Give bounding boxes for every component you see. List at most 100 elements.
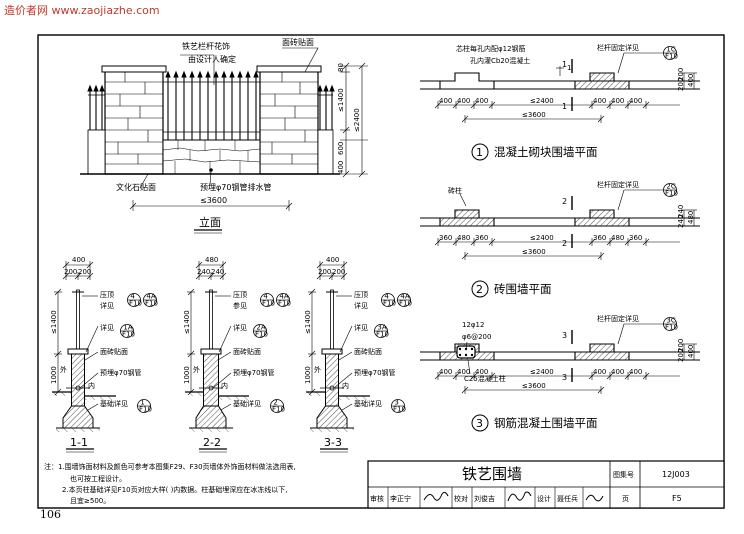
rebar-dot xyxy=(458,353,462,357)
plan-dim-r2: 400 xyxy=(611,368,624,376)
section-inside-label: 内 xyxy=(342,381,349,390)
checker-name: 刘俊吉 xyxy=(474,494,495,503)
plan-number: 1 xyxy=(476,146,483,159)
elevation-title: 立面 xyxy=(199,215,221,229)
plan-cut-bottom: 1 xyxy=(562,102,567,111)
section-tile-label: 面砖贴面 xyxy=(100,347,128,356)
plan-dim-total: ≤3600 xyxy=(522,248,546,256)
plan-dim-mid: ≤2400 xyxy=(530,234,554,242)
note-line-2: 也可按工程设计。 xyxy=(70,474,126,483)
plan-dim-v2: 200 xyxy=(677,349,685,362)
soil-hatch xyxy=(310,428,354,432)
ground-hatch-out xyxy=(185,392,204,396)
section-tile-label: 面砖贴面 xyxy=(354,347,382,356)
section-cap-label: 压顶 xyxy=(354,291,368,299)
railing-spike xyxy=(87,84,93,92)
iron-railing xyxy=(87,70,335,140)
section-top-dim: 400 xyxy=(326,256,339,264)
wall-section xyxy=(203,353,219,407)
dim-1400: ≤1400 xyxy=(337,88,345,112)
dim-80: 80 xyxy=(337,63,345,72)
plan-detail-ref-top: 1C xyxy=(666,46,675,54)
reviewer-name: 李正宁 xyxy=(390,494,411,503)
note-line-1: 注：1.围墙饰面材料及颜色可参考本图集F29、F30页墙体外饰面材料做法选用表, xyxy=(44,462,296,471)
plan-detail-label: 栏杆固定详见 xyxy=(597,314,639,323)
section-top-dim: 480 xyxy=(205,256,218,264)
ground-hatch-out xyxy=(52,392,72,396)
plan-dim-total: ≤3600 xyxy=(522,111,546,119)
section-tile-label: 面砖贴面 xyxy=(233,347,261,356)
watermark: 造价者网 www.zaojiazhe.com xyxy=(4,4,160,17)
ground-hatch-out xyxy=(306,392,326,396)
soil-hatch xyxy=(56,428,100,432)
design-label: 设计 xyxy=(537,494,551,503)
section-cap-ref-b-top: 4A xyxy=(400,293,409,301)
plan-cut-top: 1 xyxy=(562,60,567,69)
dim-2400: ≤2400 xyxy=(353,108,361,132)
plan-dim-r1: 400 xyxy=(593,97,606,105)
plan-dim-l2: 480 xyxy=(457,234,470,242)
section-pipe-label: 预埋φ70钢管 xyxy=(100,368,142,377)
section-dim-1000: 1000 xyxy=(50,366,58,384)
plan-dim-v3: 400 xyxy=(687,74,695,87)
section-sub-dim-right: 240 xyxy=(211,268,224,276)
plan-detail-ref-bottom: F10 xyxy=(665,324,678,332)
section-foundation-label: 基础详见 xyxy=(233,399,261,408)
section-cap-ref-b-bottom: F10 xyxy=(145,300,158,308)
plan-dim-mid: ≤2400 xyxy=(530,368,554,376)
plan-dim-v3: 400 xyxy=(687,345,695,358)
pipe-label: 预埋φ70钢管排水管 xyxy=(200,182,271,192)
railing-spike xyxy=(181,70,187,78)
rebar-dot xyxy=(470,347,474,351)
plan-number: 2 xyxy=(476,283,483,296)
railing-spike xyxy=(213,70,219,78)
elevation-view: 铁艺栏杆花饰 由设计人确定 面砖贴面 文化石贴面 预埋φ70钢管排水管 ≤360… xyxy=(80,37,368,234)
reviewer-signature xyxy=(423,491,449,501)
section-foundation-label: 基础详见 xyxy=(354,399,382,408)
section-cap-ref-a-top: 4 xyxy=(263,293,268,301)
tile-label: 面砖贴面 xyxy=(282,37,314,47)
railing-spike xyxy=(329,84,335,92)
checker-signature xyxy=(507,491,532,502)
footing xyxy=(195,405,227,429)
section-cap-ref-b-top: 4A xyxy=(146,293,155,301)
section-cap-ref-a-top: 4 xyxy=(384,293,389,301)
section-foundation-ref-bottom: F10 xyxy=(139,406,152,414)
section-foundation-ref-top: 2 xyxy=(273,399,277,407)
atlas-number: 12J003 xyxy=(662,470,690,479)
plan-dim-l1: 400 xyxy=(439,368,452,376)
section-dim-1400: ≤1400 xyxy=(183,310,191,334)
section-cap-ref-a-bottom: F10 xyxy=(262,300,275,308)
section-sub-dim-left: 200 xyxy=(318,268,331,276)
plan-dim-v3: 480 xyxy=(687,211,695,224)
wall-cap xyxy=(200,348,222,355)
page-no: F5 xyxy=(672,494,682,503)
section-foundation-label: 基础详见 xyxy=(100,399,128,408)
plan-dim-v1: 240 xyxy=(677,205,685,218)
section-foundation-ref-bottom: F10 xyxy=(393,406,406,414)
section-sub-dim-right: 200 xyxy=(332,268,345,276)
wall-section xyxy=(71,353,85,407)
plan-number-circle xyxy=(471,143,489,161)
railing-spike xyxy=(317,84,323,92)
wall-section xyxy=(325,353,339,407)
section-sub-dim-right: 200 xyxy=(78,268,91,276)
soil-hatch xyxy=(189,428,233,432)
plan-detail-ref-bottom: F10 xyxy=(665,190,678,198)
plan-dim-v1: 200 xyxy=(677,68,685,81)
page-label: 页 xyxy=(622,495,629,503)
railing-post xyxy=(209,289,213,353)
plan3-column-label: C25混凝土柱 xyxy=(464,374,506,383)
plan-pier xyxy=(439,209,495,227)
atlas-label: 图集号 xyxy=(613,470,634,479)
section-cap-ref-b-bottom: F10 xyxy=(278,300,291,308)
footing xyxy=(62,405,94,429)
dim-600: 600 xyxy=(337,142,345,155)
section-title: 3-3 xyxy=(324,436,342,449)
stone-label: 文化石贴面 xyxy=(116,182,156,192)
